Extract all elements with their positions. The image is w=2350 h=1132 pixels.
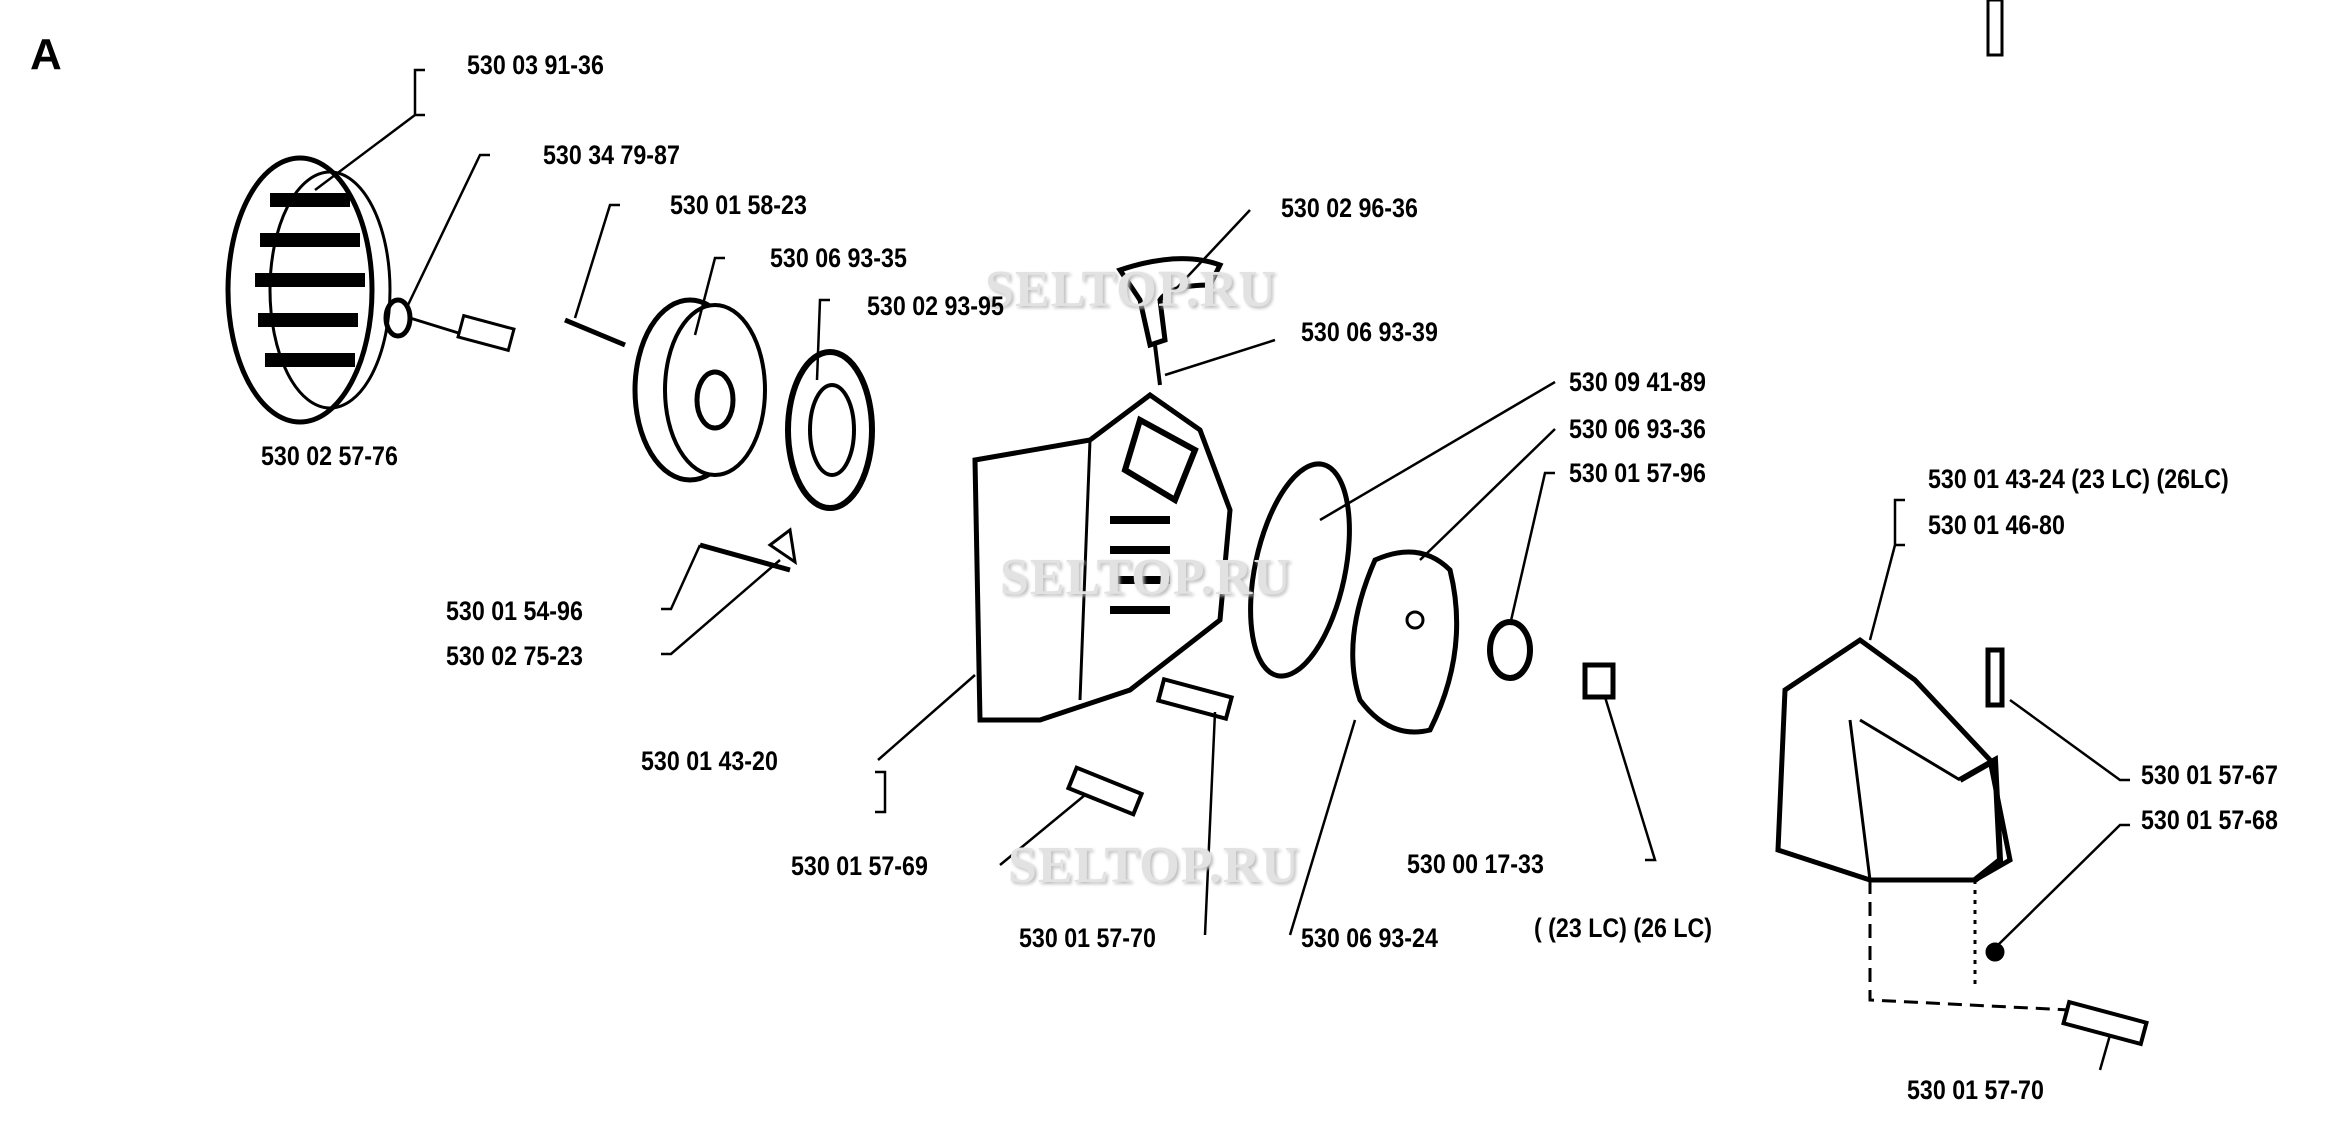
part-label: 530 01 57-69 (791, 851, 928, 881)
part-label: 530 03 91-36 (467, 50, 604, 80)
watermark: SELTOP.RU (1000, 549, 1292, 606)
pin-drawing (456, 313, 516, 353)
flywheel-drawing (225, 155, 392, 425)
screw-drawing (564, 317, 626, 348)
model-note: ( (23 LC) (26 LC) (1534, 913, 1713, 943)
watermark: SELTOP.RU (985, 261, 1277, 318)
clutch-cover-drawing (1775, 636, 2071, 1012)
part-label: 530 06 93-35 (770, 243, 907, 273)
part-label: 530 02 96-36 (1281, 193, 1418, 223)
part-label: 530 01 57-70 (1907, 1075, 2044, 1105)
axis-line (409, 316, 466, 337)
clutch-drawing (1350, 549, 1460, 735)
screw-drawing (1985, 647, 2005, 708)
part-label: 530 01 54-96 (446, 596, 583, 626)
nut-drawing (1582, 662, 1616, 700)
part-label: 530 01 57-70 (1019, 923, 1156, 953)
watermark: SELTOP.RU (1008, 837, 1300, 894)
pawl-drawing (767, 527, 798, 566)
part-label: 530 01 57-96 (1569, 458, 1706, 488)
leader-lines (314, 68, 2130, 1071)
screw-drawing (1065, 765, 1145, 817)
part-label: 530 01 43-24 (23 LC) (26LC) (1928, 464, 2229, 494)
part-label: 530 02 93-95 (867, 291, 1004, 321)
part-label: 530 06 93-39 (1301, 317, 1438, 347)
part-label: 530 01 57-67 (2141, 760, 2278, 790)
section-label: A (30, 30, 62, 79)
part-label: 530 02 57-76 (261, 441, 398, 471)
part-label: 530 01 58-23 (670, 190, 807, 220)
part-label: 530 01 57-68 (2141, 805, 2278, 835)
screw-drawing (1155, 676, 1235, 722)
starter-housing-drawing (972, 391, 1233, 723)
part-label: 530 06 93-36 (1569, 414, 1706, 444)
pulley-drawing (632, 297, 767, 483)
part-label: 530 06 93-24 (1301, 923, 1438, 953)
part-label: 530 00 17-33 (1407, 849, 1544, 879)
handle-drawing (1116, 256, 1224, 386)
nut-drawing (1985, 942, 2005, 962)
part-label: 530 34 79-87 (543, 140, 680, 170)
bearing-drawing (1487, 619, 1533, 681)
screw-drawing (2061, 999, 2149, 1047)
part-label: 530 01 46-80 (1928, 510, 2065, 540)
part-label: 530 01 43-20 (641, 746, 778, 776)
part-label: 530 02 75-23 (446, 641, 583, 671)
spring-drawing (785, 349, 875, 511)
part-label: 530 09 41-89 (1569, 367, 1706, 397)
